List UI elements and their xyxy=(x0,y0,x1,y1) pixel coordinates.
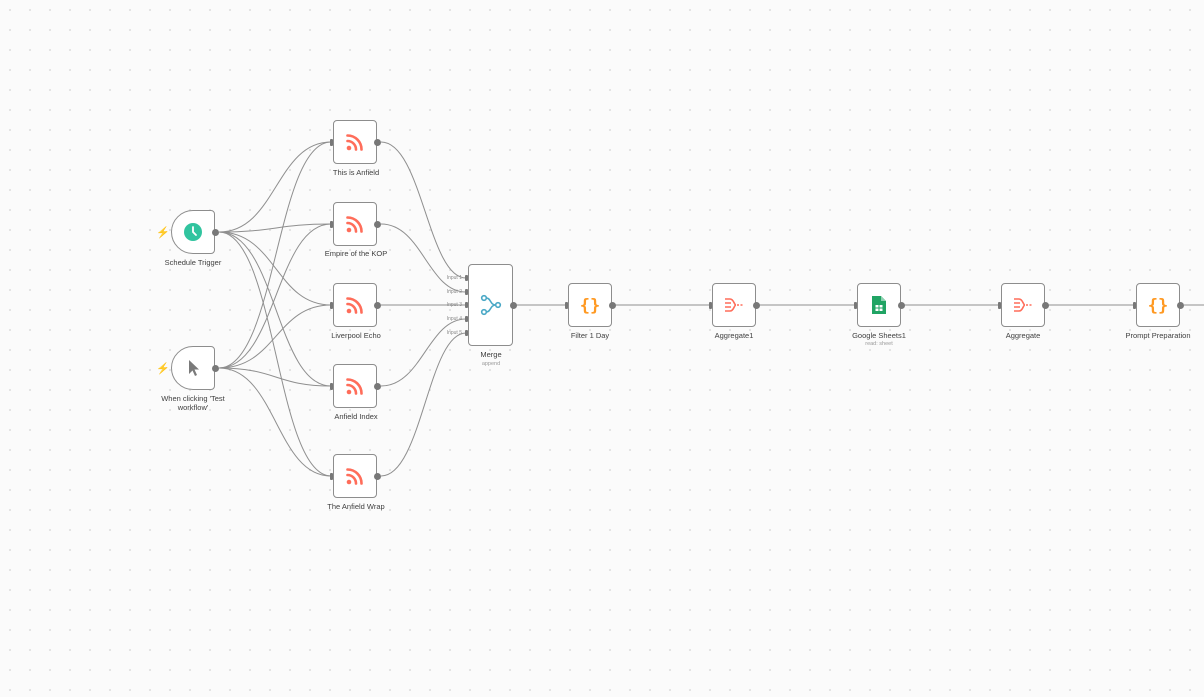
clock-icon xyxy=(184,223,202,241)
node-label: When clicking 'Test workflow' xyxy=(161,394,225,412)
merge-input-label: Input 1 xyxy=(446,275,462,281)
node-rss-liverpool-echo[interactable] xyxy=(333,283,377,327)
node-sublabel: append xyxy=(481,361,501,367)
input-handle[interactable] xyxy=(854,302,857,309)
output-handle[interactable] xyxy=(212,229,219,236)
connection[interactable] xyxy=(218,231,332,387)
connection[interactable] xyxy=(380,223,467,293)
node-label: Filter 1 Day xyxy=(570,331,610,340)
rss-icon xyxy=(346,378,363,395)
svg-text:{}: {} xyxy=(1148,296,1168,315)
input-handle[interactable] xyxy=(565,302,568,309)
merge-icon xyxy=(480,294,501,316)
merge-input-label: Input 3 xyxy=(446,302,462,308)
input-handle[interactable] xyxy=(330,473,333,480)
node-label: Schedule Trigger xyxy=(164,258,222,267)
node-schedule-trigger[interactable] xyxy=(171,210,215,254)
trigger-bolt-icon: ⚡ xyxy=(156,227,170,239)
output-handle[interactable] xyxy=(374,302,381,309)
output-handle[interactable] xyxy=(753,302,760,309)
output-handle[interactable] xyxy=(374,473,381,480)
output-handle[interactable] xyxy=(609,302,616,309)
connection[interactable] xyxy=(218,141,332,369)
svg-text:{}: {} xyxy=(580,296,600,315)
merge-input-label: Input 2 xyxy=(446,289,462,295)
connection[interactable] xyxy=(380,318,467,387)
node-label: Prompt Preparation xyxy=(1125,331,1191,340)
connection[interactable] xyxy=(218,231,332,477)
node-rss-empire-of-the-kop[interactable] xyxy=(333,202,377,246)
node-google-sheets1[interactable] xyxy=(857,283,901,327)
node-rss-anfield-index[interactable] xyxy=(333,364,377,408)
aggregate-icon xyxy=(725,298,743,312)
node-label: Google Sheets1 xyxy=(852,331,906,340)
merge-input-label: Input 4 xyxy=(446,316,462,322)
connection[interactable] xyxy=(218,231,332,306)
merge-input-label: Input 5 xyxy=(446,330,462,336)
node-label: This is Anfield xyxy=(332,168,380,177)
input-handle[interactable] xyxy=(465,316,468,322)
rss-icon xyxy=(346,134,363,151)
node-label: The Anfield Wrap xyxy=(327,502,385,511)
node-manual-trigger[interactable] xyxy=(171,346,215,390)
node-label: Aggregate1 xyxy=(714,331,754,340)
node-label: Aggregate xyxy=(1005,331,1041,340)
input-handle[interactable] xyxy=(709,302,712,309)
connection[interactable] xyxy=(380,141,467,279)
connection[interactable] xyxy=(218,367,332,477)
node-rss-the-anfield-wrap[interactable] xyxy=(333,454,377,498)
sheets-icon xyxy=(872,296,886,314)
node-label: Empire of the KOP xyxy=(324,249,388,258)
input-handle[interactable] xyxy=(465,275,468,281)
input-handle[interactable] xyxy=(330,139,333,146)
node-merge[interactable] xyxy=(468,264,513,346)
node-aggregate[interactable] xyxy=(1001,283,1045,327)
connection[interactable] xyxy=(218,141,332,233)
node-prompt-preparation[interactable]: {} xyxy=(1136,283,1180,327)
input-handle[interactable] xyxy=(998,302,1001,309)
rss-icon xyxy=(346,468,363,485)
input-handle[interactable] xyxy=(330,221,333,228)
rss-icon xyxy=(346,216,363,233)
output-handle[interactable] xyxy=(212,365,219,372)
input-handle[interactable] xyxy=(1133,302,1136,309)
input-handle[interactable] xyxy=(330,383,333,390)
connection[interactable] xyxy=(218,223,332,233)
braces-icon: {} xyxy=(1148,296,1168,315)
output-handle[interactable] xyxy=(1177,302,1184,309)
node-sublabel: read: sheet xyxy=(865,341,893,347)
connection[interactable] xyxy=(380,332,467,477)
output-handle[interactable] xyxy=(374,139,381,146)
node-aggregate1[interactable] xyxy=(712,283,756,327)
input-handle[interactable] xyxy=(465,330,468,336)
input-handle[interactable] xyxy=(465,289,468,295)
output-handle[interactable] xyxy=(510,302,517,309)
aggregate-icon xyxy=(1014,298,1032,312)
connection[interactable] xyxy=(218,223,332,369)
input-handle[interactable] xyxy=(330,302,333,309)
node-label: Liverpool Echo xyxy=(331,331,381,340)
braces-icon: {} xyxy=(580,296,600,315)
connection[interactable] xyxy=(218,304,332,369)
output-handle[interactable] xyxy=(374,221,381,228)
node-label: Merge xyxy=(480,350,502,359)
input-handle[interactable] xyxy=(465,302,468,308)
output-handle[interactable] xyxy=(1042,302,1049,309)
trigger-bolt-icon: ⚡ xyxy=(156,363,170,375)
connection[interactable] xyxy=(218,367,332,387)
node-label: Anfield Index xyxy=(334,412,378,421)
rss-icon xyxy=(346,297,363,314)
output-handle[interactable] xyxy=(374,383,381,390)
node-filter-1-day[interactable]: {} xyxy=(568,283,612,327)
node-rss-this-is-anfield[interactable] xyxy=(333,120,377,164)
output-handle[interactable] xyxy=(898,302,905,309)
cursor-icon xyxy=(189,360,199,376)
